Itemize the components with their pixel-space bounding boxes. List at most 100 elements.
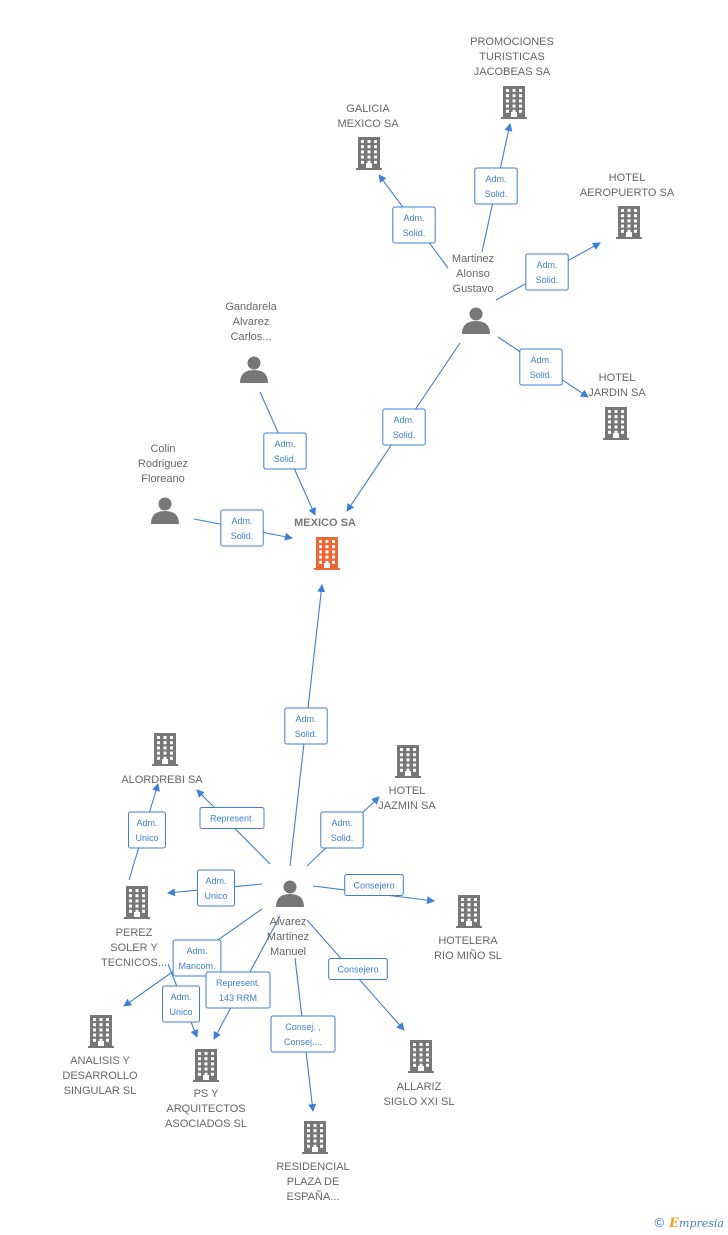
building-window	[106, 1018, 109, 1021]
edge-label-text: Solid.	[403, 228, 426, 238]
edge-label-box	[392, 206, 436, 244]
node-label: Alvarez	[270, 916, 307, 928]
edge-label[interactable]: Adm.Mancom.	[172, 939, 222, 977]
edge-label[interactable]: Adm.Solid.	[519, 348, 563, 386]
node-label: ALLARIZ	[397, 1081, 442, 1093]
building-window	[320, 1129, 323, 1133]
edge-label-text: Adm.	[186, 946, 207, 956]
node-mexico[interactable]: MEXICO SA	[294, 517, 356, 570]
node-label: PROMOCIONES	[470, 36, 554, 48]
building-window	[361, 155, 364, 159]
building-window	[170, 736, 173, 739]
edge-label[interactable]: Consejero	[328, 958, 388, 980]
edge-label-box	[199, 807, 265, 829]
building-window	[608, 430, 611, 434]
building-window	[135, 909, 139, 913]
building-window	[135, 904, 139, 908]
edge-label[interactable]: Adm.Solid.	[284, 707, 328, 745]
building-window	[608, 410, 611, 413]
building-window	[621, 219, 624, 223]
building-window	[157, 751, 160, 755]
building-window	[367, 160, 371, 164]
edge-label[interactable]: Represent.143 RRM	[205, 971, 271, 1009]
building-window	[211, 1062, 214, 1066]
edge-label[interactable]: Adm.Unico	[162, 985, 200, 1023]
edge-label[interactable]: Adm.Solid.	[320, 811, 364, 849]
building-window	[319, 560, 322, 564]
node-label: Alvarez	[233, 316, 270, 328]
edge-label-text: 143 RRM	[219, 993, 257, 1003]
building-window	[157, 756, 160, 760]
edge-label[interactable]: Adm.Solid.	[474, 167, 518, 205]
edge-label[interactable]: Adm.Solid.	[220, 509, 264, 547]
edge-label[interactable]: Adm.Solid.	[525, 253, 569, 291]
building-window	[413, 1063, 416, 1067]
edge-label[interactable]: Adm.Solid.	[382, 408, 426, 446]
building-window	[519, 99, 522, 103]
building-window	[332, 560, 335, 564]
edge-label-box	[320, 811, 364, 849]
building-window	[367, 140, 371, 143]
footer-brand: © Empresia	[654, 1215, 724, 1231]
edge-label[interactable]: Adm.Unico	[128, 811, 166, 849]
edge-label[interactable]: Adm.Unico	[197, 869, 235, 907]
building-base	[193, 1080, 219, 1082]
node-label: JARDIN SA	[588, 387, 646, 399]
building-window	[413, 1043, 416, 1046]
building-window	[325, 550, 329, 554]
building-window	[129, 889, 132, 892]
building-window	[320, 1124, 323, 1127]
building-window	[332, 545, 335, 549]
building-window	[135, 894, 139, 898]
node-alordrebi[interactable]: ALORDREBI SA	[121, 733, 203, 786]
building-window	[332, 540, 335, 543]
edge-label[interactable]: Consej. ,Consej....	[270, 1015, 336, 1053]
building-window	[307, 1134, 310, 1138]
node-label: ARQUITECTOS	[166, 1103, 245, 1115]
building-window	[627, 209, 631, 212]
node-label: AEROPUERTO SA	[580, 187, 675, 199]
building-window	[413, 768, 416, 772]
building-window	[621, 214, 624, 218]
building-window	[320, 1144, 323, 1148]
node-label: JAZMIN SA	[378, 800, 436, 812]
building-window	[614, 425, 618, 429]
edge-label-box	[220, 509, 264, 547]
building-window	[163, 741, 167, 745]
building-window	[413, 753, 416, 757]
person-head	[247, 356, 261, 370]
edge-label-box	[263, 432, 307, 470]
edge-label[interactable]: Represent.	[199, 807, 265, 829]
building-window	[319, 540, 322, 543]
building-window	[512, 99, 516, 103]
building-window	[99, 1023, 103, 1027]
building-window	[307, 1144, 310, 1148]
building-window	[142, 889, 145, 892]
edge-label[interactable]: Adm.Solid.	[392, 206, 436, 244]
node-gandarela[interactable]: GandarelaAlvarezCarlos...	[225, 301, 278, 383]
building-window	[170, 756, 173, 760]
building-window	[419, 1043, 423, 1046]
edge-label-text: Unico	[204, 891, 227, 901]
building-window	[313, 1134, 317, 1138]
edge-label-text: Unico	[169, 1007, 192, 1017]
edge-label[interactable]: Consejero	[344, 874, 404, 896]
building-window	[400, 763, 403, 767]
building-window	[313, 1144, 317, 1148]
edge-label[interactable]: Adm.Solid.	[263, 432, 307, 470]
building-window	[93, 1023, 96, 1027]
